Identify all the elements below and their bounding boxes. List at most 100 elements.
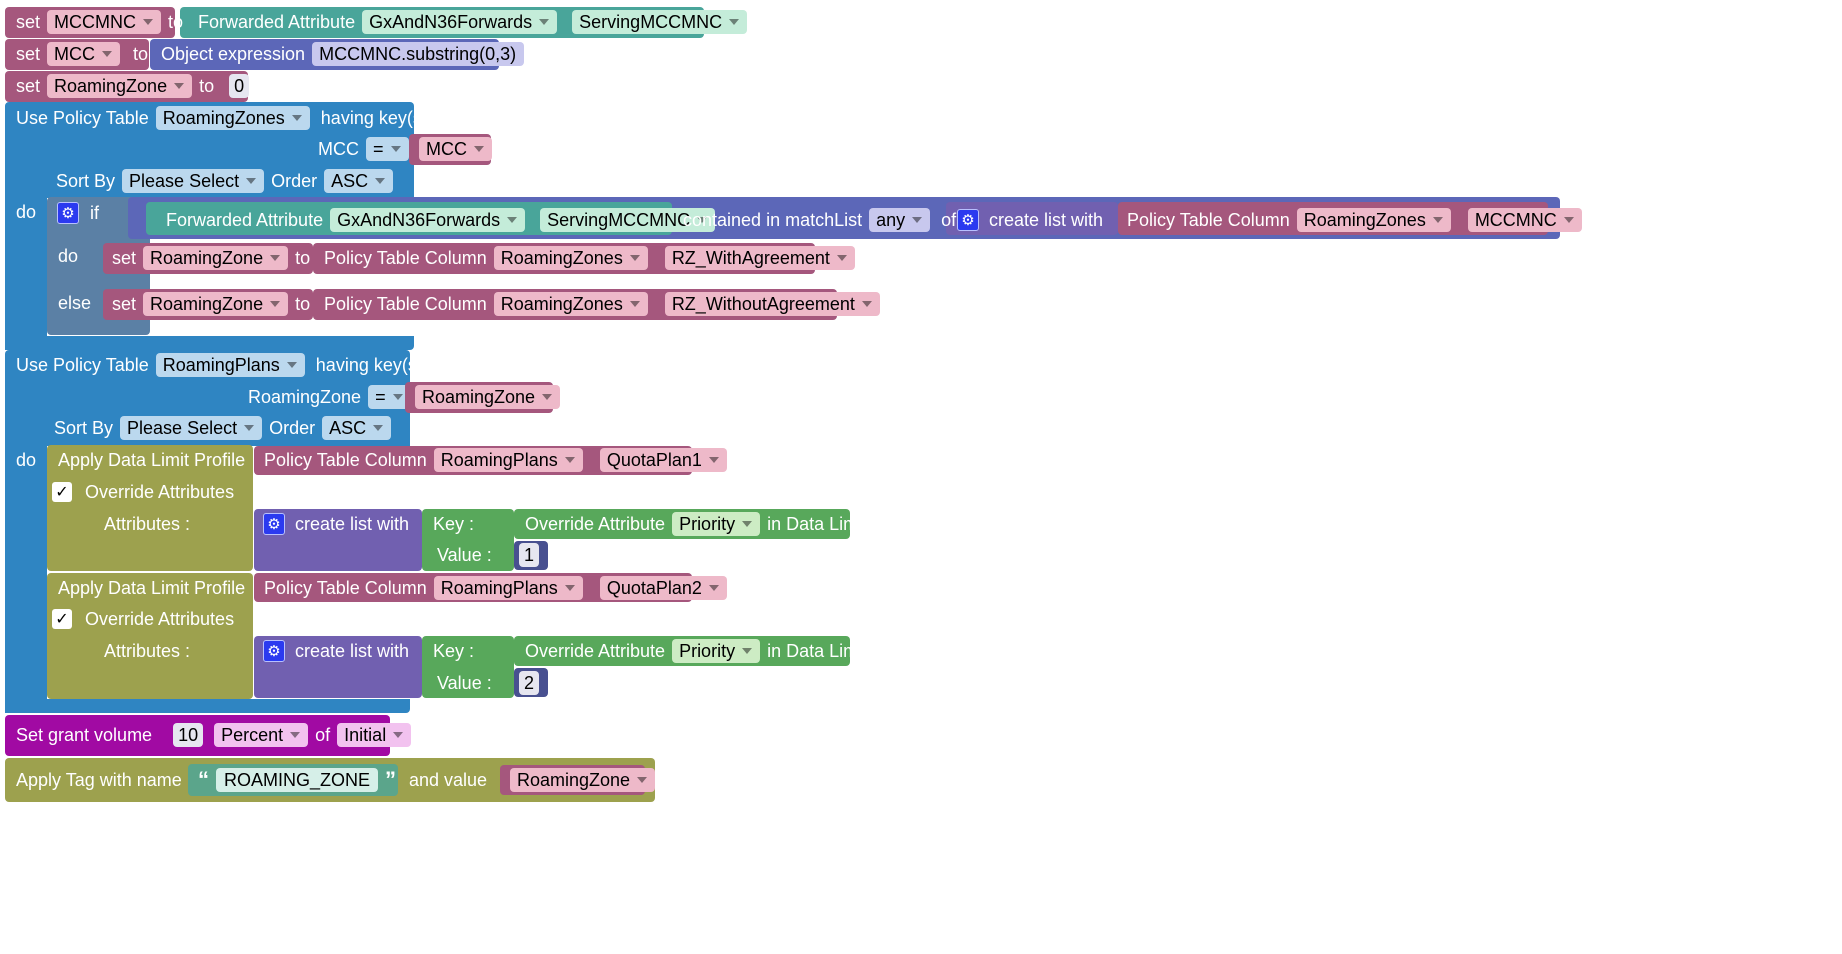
chevron-down-icon <box>542 394 553 400</box>
object-expression-label: Object expression <box>161 44 306 64</box>
base-dropdown[interactable]: Initial <box>337 723 412 747</box>
column-dropdown[interactable]: QuotaPlan1 <box>599 448 727 472</box>
policy-table-dropdown[interactable]: RoamingZones <box>1296 208 1451 232</box>
apply-data-limit-profile-label: Apply Data Limit Profile <box>58 578 246 598</box>
object-expression-input[interactable]: MCCMNC.substring(0,3) <box>312 42 525 66</box>
variable-dropdown[interactable]: MCCMNC <box>47 10 161 34</box>
policy-table-column-label: Policy Table Column <box>1127 210 1290 230</box>
sort-by-label: Sort By <box>56 171 116 191</box>
contained-in-matchlist-label: contained in matchList <box>683 210 863 230</box>
number-input[interactable]: 1 <box>519 543 540 567</box>
override-attributes-checkbox[interactable]: ✓ <box>52 482 72 502</box>
chevron-down-icon <box>244 425 255 431</box>
chevron-down-icon <box>708 457 719 463</box>
forwarded-attribute-label: Forwarded Attribute <box>166 210 324 230</box>
variable-dropdown[interactable]: MCC <box>47 42 121 66</box>
do-label: do <box>16 450 37 470</box>
override-attributes-label: Override Attributes <box>85 609 235 629</box>
chevron-down-icon <box>564 585 575 591</box>
of-keyword: of <box>315 725 331 745</box>
do-label: do <box>58 246 79 266</box>
column-dropdown[interactable]: MCCMNC <box>1467 208 1582 232</box>
chevron-down-icon <box>564 457 575 463</box>
chevron-down-icon <box>697 217 708 223</box>
apply-data-limit-profile-block[interactable] <box>47 573 253 699</box>
chevron-down-icon <box>375 178 386 184</box>
override-attribute-label: Override Attribute <box>525 641 666 661</box>
set-grant-volume-label: Set grant volume <box>16 725 153 745</box>
forward-group-dropdown[interactable]: GxAndN36Forwards <box>362 10 558 34</box>
attributes-label: Attributes : <box>104 641 191 661</box>
tag-name-input[interactable]: ROAMING_ZONE <box>216 768 379 792</box>
chevron-down-icon <box>246 178 257 184</box>
value-label: Value : <box>437 545 492 565</box>
policy-table-column-label: Policy Table Column <box>264 450 427 470</box>
close-quote-icon: ” <box>385 767 397 792</box>
override-attributes-label: Override Attributes <box>85 482 235 502</box>
unit-dropdown[interactable]: Percent <box>214 723 309 747</box>
chevron-down-icon <box>861 301 872 307</box>
gear-icon[interactable]: ⚙ <box>263 640 285 662</box>
create-list-label: create list with <box>295 641 410 661</box>
key-value-block[interactable] <box>422 636 514 698</box>
sort-by-dropdown[interactable]: Please Select <box>122 169 265 193</box>
to-keyword: to <box>199 76 215 96</box>
forward-attribute-dropdown[interactable]: ServingMCCMNC <box>572 10 748 34</box>
match-mode-dropdown[interactable]: any <box>869 208 931 232</box>
chevron-down-icon <box>708 585 719 591</box>
key-value-block[interactable] <box>422 509 514 571</box>
chevron-down-icon <box>102 51 113 57</box>
chevron-down-icon <box>290 732 301 738</box>
operator-dropdown[interactable]: = <box>366 137 409 161</box>
chevron-down-icon <box>392 394 403 400</box>
chevron-down-icon <box>474 146 484 152</box>
attribute-dropdown[interactable]: Priority <box>672 639 761 663</box>
apply-data-limit-profile-label: Apply Data Limit Profile <box>58 450 246 470</box>
to-keyword: to <box>133 44 149 64</box>
forward-attribute-dropdown[interactable]: ServingMCCMNC <box>540 208 716 232</box>
chevron-down-icon <box>390 146 401 152</box>
policy-table-dropdown[interactable]: RoamingPlans <box>433 448 583 472</box>
chevron-down-icon <box>270 301 281 307</box>
sort-by-dropdown[interactable]: Please Select <box>120 416 263 440</box>
use-policy-table-label: Use Policy Table <box>16 355 149 375</box>
policy-table-dropdown[interactable]: RoamingZones <box>155 106 310 130</box>
order-dropdown[interactable]: ASC <box>322 416 392 440</box>
chevron-down-icon <box>637 777 648 783</box>
column-dropdown[interactable]: QuotaPlan2 <box>599 576 727 600</box>
column-dropdown[interactable]: RZ_WithAgreement <box>664 246 855 270</box>
gear-icon[interactable]: ⚙ <box>957 209 979 231</box>
order-dropdown[interactable]: ASC <box>324 169 394 193</box>
chevron-down-icon <box>286 362 297 368</box>
forward-group-dropdown[interactable]: GxAndN36Forwards <box>330 208 526 232</box>
operator-dropdown[interactable]: = <box>368 385 411 409</box>
policy-table-column-label: Policy Table Column <box>324 294 487 314</box>
policy-table-dropdown[interactable]: RoamingZones <box>493 292 648 316</box>
chevron-down-icon <box>629 255 640 261</box>
chevron-down-icon <box>393 732 404 738</box>
grant-value-input[interactable]: 10 <box>173 723 204 747</box>
chevron-down-icon <box>539 19 550 25</box>
variable-dropdown[interactable]: RoamingZone <box>143 292 289 316</box>
policy-table-dropdown[interactable]: RoamingZones <box>493 246 648 270</box>
apply-data-limit-profile-block[interactable] <box>47 445 253 571</box>
open-quote-icon: “ <box>198 767 209 792</box>
number-input[interactable]: 0 <box>229 74 250 98</box>
to-keyword: to <box>295 248 311 268</box>
variable-dropdown[interactable]: RoamingZone <box>415 385 561 409</box>
gear-icon[interactable]: ⚙ <box>263 513 285 535</box>
column-dropdown[interactable]: RZ_WithoutAgreement <box>664 292 880 316</box>
variable-dropdown[interactable]: RoamingZone <box>143 246 289 270</box>
attribute-dropdown[interactable]: Priority <box>672 512 761 536</box>
policy-table-dropdown[interactable]: RoamingPlans <box>433 576 583 600</box>
variable-dropdown[interactable]: RoamingZone <box>47 74 193 98</box>
key-column-label: MCC <box>318 139 359 159</box>
override-attributes-checkbox[interactable]: ✓ <box>52 609 72 629</box>
policy-table-dropdown[interactable]: RoamingPlans <box>155 353 305 377</box>
gear-icon[interactable]: ⚙ <box>57 202 79 224</box>
chevron-down-icon <box>1563 217 1574 223</box>
variable-dropdown[interactable]: MCC <box>419 137 492 161</box>
number-input[interactable]: 2 <box>519 671 540 695</box>
variable-dropdown[interactable]: RoamingZone <box>510 768 656 792</box>
